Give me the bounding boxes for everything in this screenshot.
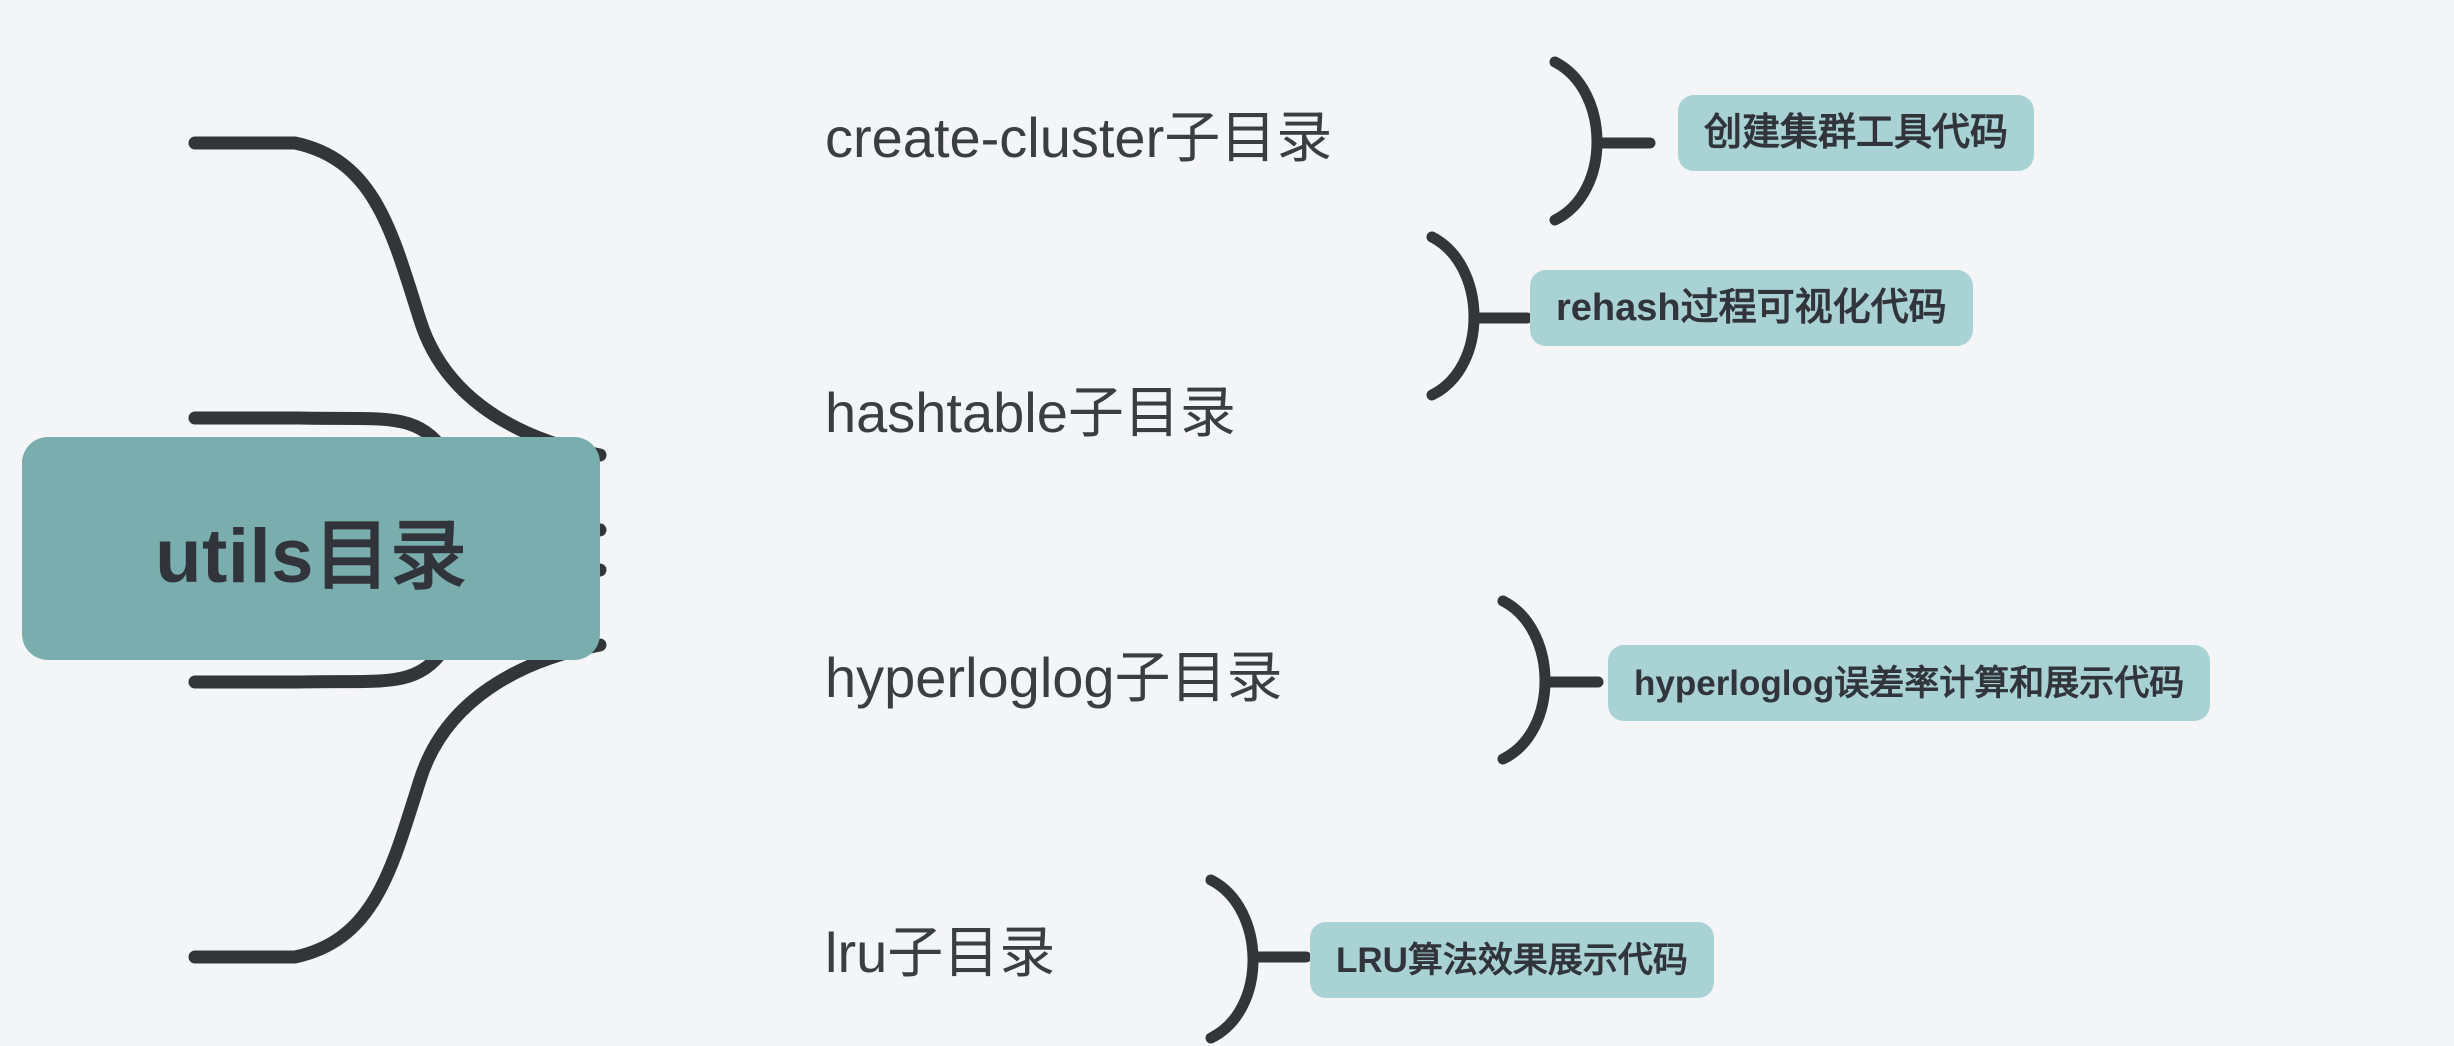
leaf-pill-hyperloglog[interactable]: hyperloglog误差率计算和展示代码	[1608, 645, 2211, 721]
leaf-text: hyperloglog误差率计算和展示代码	[1634, 663, 2185, 703]
leaf-pill-create-cluster[interactable]: 创建集群工具代码	[1678, 95, 2035, 171]
branch-label-hashtable[interactable]: hashtable子目录	[825, 385, 1236, 441]
bracket-lru	[1205, 874, 1312, 1044]
leaf-pill-hashtable[interactable]: rehash过程可视化代码	[1530, 270, 1973, 346]
root-node-label: utils目录	[155, 513, 467, 599]
edge-lru	[188, 638, 607, 964]
branch-label-lru[interactable]: lru子目录	[825, 925, 1055, 981]
bracket-hyperloglog	[1497, 595, 1604, 765]
leaf-text: LRU算法效果展示代码	[1336, 940, 1688, 980]
root-node[interactable]: utils目录	[22, 437, 600, 660]
branch-label-hyperloglog[interactable]: hyperloglog子目录	[825, 650, 1283, 706]
edge-create-cluster	[188, 136, 607, 462]
bracket-hashtable	[1426, 231, 1533, 401]
branch-text: hashtable子目录	[825, 381, 1236, 444]
bracket-create-cluster	[1549, 56, 1656, 226]
branch-text: lru子目录	[825, 921, 1056, 984]
leaf-text: rehash过程可视化代码	[1556, 287, 1947, 329]
leaf-text: 创建集群工具代码	[1704, 112, 2009, 154]
branch-text: hyperloglog子目录	[825, 646, 1283, 709]
branch-label-create-cluster[interactable]: create-cluster子目录	[825, 110, 1332, 166]
branch-text: create-cluster子目录	[825, 106, 1333, 169]
leaf-pill-lru[interactable]: LRU算法效果展示代码	[1310, 922, 1714, 998]
